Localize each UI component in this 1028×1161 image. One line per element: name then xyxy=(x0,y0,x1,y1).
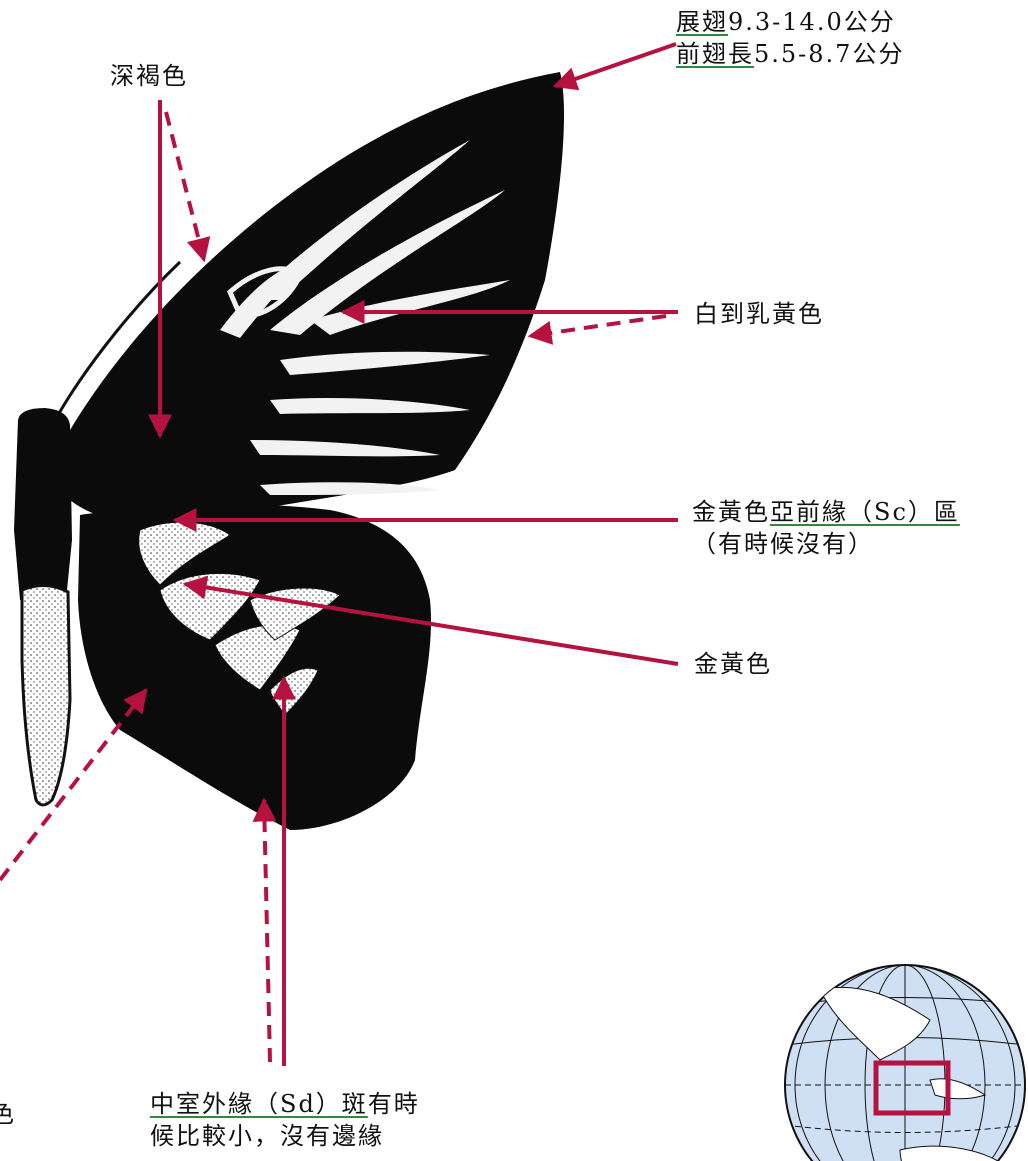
sc-area-term: 亞前緣（Sc）區 xyxy=(770,498,960,526)
dark-brown-label: 深褐色 xyxy=(110,60,188,92)
sd-spot-term: 中室外緣（Sd）斑 xyxy=(150,1090,368,1118)
sc-area-label: 金黃色亞前緣（Sc）區 （有時候沒有） xyxy=(692,496,960,560)
wingspan-label: 展翅9.3-14.0公分 前翅長5.5-8.7公分 xyxy=(676,6,904,70)
sd-spot-line2: 候比較小，沒有邊緣 xyxy=(150,1120,420,1152)
arrow-white-cream-dashed xyxy=(530,316,666,336)
sd-spot-rest: 有時 xyxy=(368,1090,420,1118)
sd-spot-label: 中室外緣（Sd）斑有時 候比較小，沒有邊緣 xyxy=(150,1088,420,1152)
arrow-wingspan xyxy=(555,44,676,86)
thorax xyxy=(14,408,72,600)
wingspan-value: 9.3-14.0公分 xyxy=(728,8,896,36)
white-cream-label: 白到乳黃色 xyxy=(694,298,824,330)
forewing-length-value: 5.5-8.7公分 xyxy=(754,40,904,68)
edge-color-label: 色 xyxy=(0,1098,16,1130)
arrow-dark-brown-dashed xyxy=(166,112,204,260)
sc-area-note: （有時候沒有） xyxy=(692,528,960,560)
arrow-sd-dashed xyxy=(264,800,270,1062)
abdomen xyxy=(22,585,70,805)
forewing-length-term: 前翅長 xyxy=(676,40,754,68)
sc-area-prefix: 金黃色 xyxy=(692,498,770,526)
globe-map-icon xyxy=(785,965,1025,1161)
golden-label: 金黃色 xyxy=(694,648,772,680)
wingspan-term: 展翅 xyxy=(676,8,728,36)
